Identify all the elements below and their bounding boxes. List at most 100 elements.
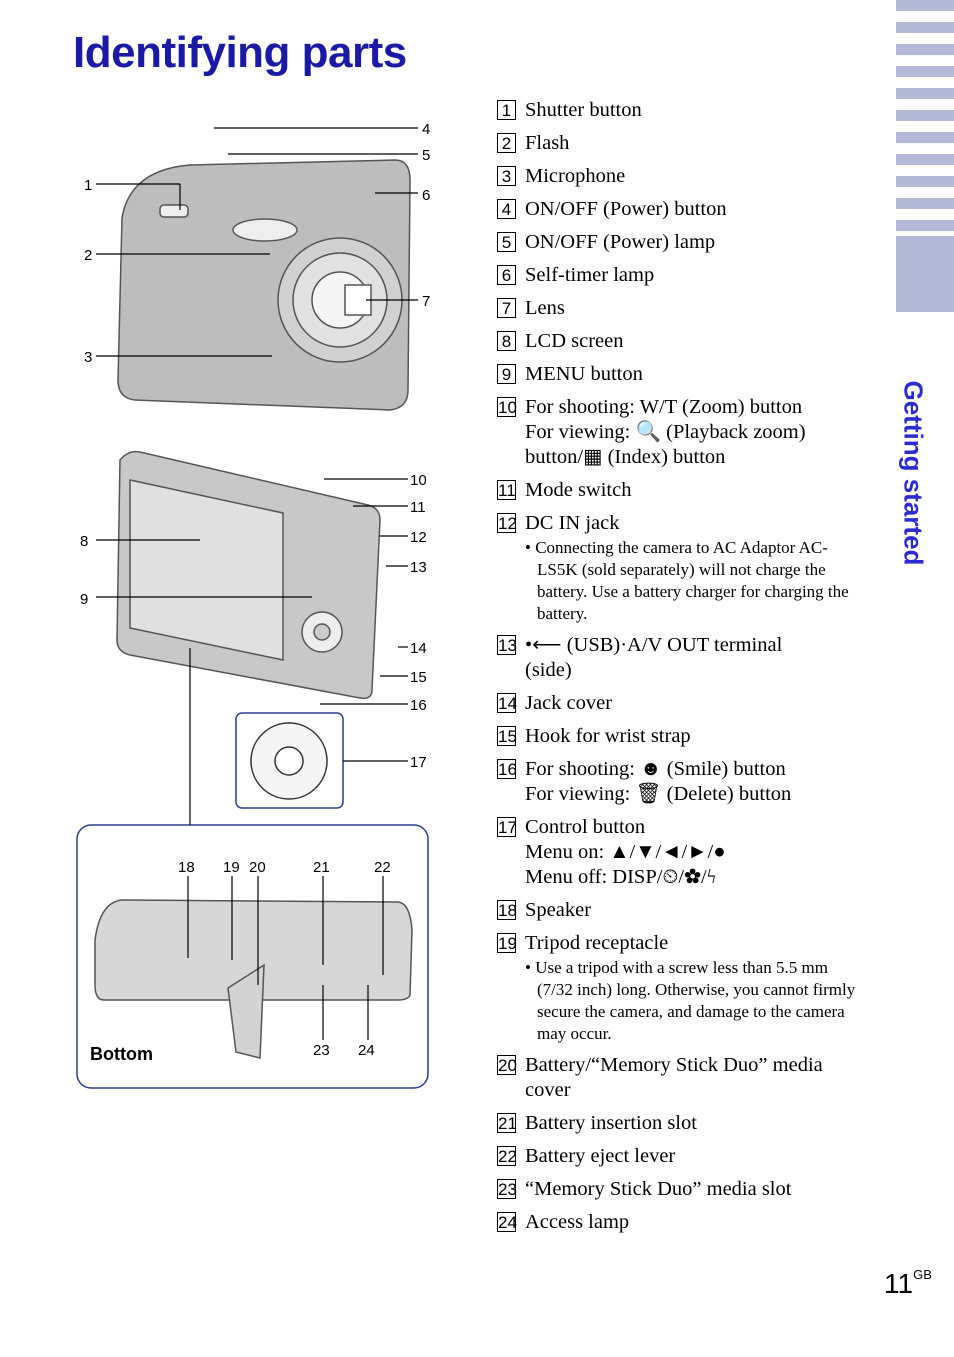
part-description: ON/OFF (Power) lamp: [525, 231, 716, 253]
part-description: button/▦ (Index) button: [525, 446, 726, 468]
callout-6: 6: [422, 187, 430, 204]
part-number: 7: [497, 298, 516, 318]
callout-19: 19: [223, 859, 240, 876]
part-item: 1 Shutter button: [497, 98, 867, 123]
callout-17: 17: [410, 754, 427, 771]
part-number: 3: [497, 166, 516, 186]
part-description: Tripod receptacle: [525, 932, 669, 954]
page-number: 11GB: [884, 1266, 932, 1300]
callout-7: 7: [422, 293, 430, 310]
part-description: ON/OFF (Power) button: [525, 198, 727, 220]
part-item: 8 LCD screen: [497, 329, 867, 354]
part-number: 16: [497, 759, 517, 779]
part-item: 5 ON/OFF (Power) lamp: [497, 230, 867, 255]
part-description: (side): [525, 659, 572, 681]
callout-1: 1: [84, 177, 92, 194]
callout-8: 8: [80, 533, 88, 550]
callout-24: 24: [358, 1042, 375, 1059]
callout-18: 18: [178, 859, 195, 876]
section-tab-strip: [896, 0, 954, 312]
callout-10: 10: [410, 472, 427, 489]
part-description: Battery insertion slot: [525, 1112, 697, 1134]
part-description: Menu on: ▲/▼/◄/►/●: [525, 841, 726, 863]
part-item: 23 “Memory Stick Duo” media slot: [497, 1177, 867, 1202]
callout-23: 23: [313, 1042, 330, 1059]
callout-5: 5: [422, 147, 430, 164]
part-number: 12: [497, 513, 517, 533]
part-description: Shutter button: [525, 99, 642, 121]
part-item: 6 Self-timer lamp: [497, 263, 867, 288]
part-description: Battery eject lever: [525, 1145, 676, 1167]
active-section-marker: [896, 236, 954, 312]
part-item: 4 ON/OFF (Power) button: [497, 197, 867, 222]
part-description: For shooting: W/T (Zoom) button: [525, 396, 803, 418]
part-description: For viewing: 🔍 (Playback zoom): [525, 421, 806, 443]
page-number-suffix: GB: [913, 1266, 932, 1282]
part-description: Microphone: [525, 165, 626, 187]
part-number: 22: [497, 1146, 517, 1166]
part-number: 19: [497, 933, 517, 953]
callout-11: 11: [410, 499, 426, 516]
part-description: “Memory Stick Duo” media slot: [525, 1178, 792, 1200]
part-item: 7 Lens: [497, 296, 867, 321]
section-tab-label[interactable]: Getting started: [898, 380, 929, 566]
part-number: 21: [497, 1113, 517, 1133]
part-number: 11: [497, 480, 516, 500]
callout-21: 21: [313, 859, 330, 876]
part-description: Jack cover: [525, 692, 613, 714]
part-description: Mode switch: [525, 479, 632, 501]
part-item: 14 Jack cover: [497, 691, 867, 716]
part-number: 18: [497, 900, 517, 920]
part-number: 6: [497, 265, 516, 285]
callout-12: 12: [410, 529, 427, 546]
callout-15: 15: [410, 669, 427, 686]
part-item: 2 Flash: [497, 131, 867, 156]
part-description: LCD screen: [525, 330, 624, 352]
part-item: 22 Battery eject lever: [497, 1144, 867, 1169]
part-note: • Use a tripod with a screw less than 5.…: [525, 958, 856, 1043]
part-description: For shooting: ☻ (Smile) button: [525, 758, 786, 780]
part-description: Self-timer lamp: [525, 264, 655, 286]
part-number: 17: [497, 817, 517, 837]
part-number: 9: [497, 364, 516, 384]
callout-22: 22: [374, 859, 391, 876]
part-item: 9 MENU button: [497, 362, 867, 387]
part-item: 21 Battery insertion slot: [497, 1111, 867, 1136]
part-description: cover: [525, 1079, 571, 1101]
part-item: 24 Access lamp: [497, 1210, 867, 1235]
page-title: Identifying parts: [73, 28, 407, 77]
part-number: 24: [497, 1212, 517, 1232]
callout-20: 20: [249, 859, 266, 876]
callout-16: 16: [410, 697, 427, 714]
part-description: Control button: [525, 816, 646, 838]
part-number: 1: [497, 100, 516, 120]
part-item: 11 Mode switch: [497, 478, 867, 503]
part-item: 13•⟵ (USB)·A/V OUT terminal(side): [497, 633, 867, 683]
part-description: Battery/“Memory Stick Duo” media: [525, 1054, 823, 1076]
part-description: MENU button: [525, 363, 643, 385]
part-number: 2: [497, 133, 516, 153]
part-number: 23: [497, 1179, 517, 1199]
callout-14: 14: [410, 640, 427, 657]
part-description: DC IN jack: [525, 512, 620, 534]
bottom-view-label: Bottom: [90, 1044, 153, 1064]
part-number: 8: [497, 331, 516, 351]
part-description: Lens: [525, 297, 565, 319]
part-description: Access lamp: [525, 1211, 630, 1233]
part-description: Flash: [525, 132, 570, 154]
part-number: 5: [497, 232, 516, 252]
part-number: 4: [497, 199, 516, 219]
callout-9: 9: [80, 591, 88, 608]
callout-3: 3: [84, 349, 92, 366]
part-number: 14: [497, 693, 517, 713]
part-description: For viewing: 🗑 (Delete) button: [525, 783, 792, 805]
part-description: •⟵ (USB)·A/V OUT terminal: [525, 634, 783, 656]
